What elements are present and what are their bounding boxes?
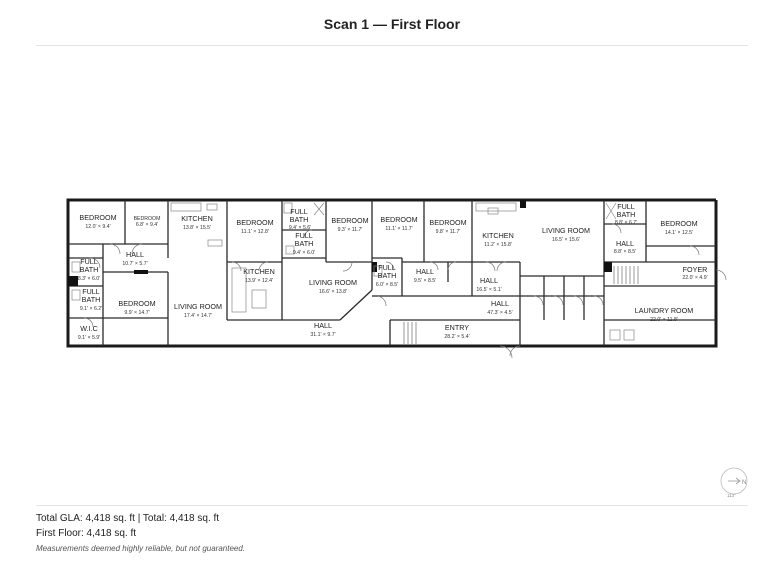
compass-icon: N 113° [720,467,748,498]
room-dims-bedroom-2: 6.8' × 9.4' [136,222,158,228]
room-dims-entry: 28.2' × 5.4' [444,334,469,340]
room-name-kitchen-2: KITCHEN [482,231,514,240]
room-name-bedroom-1: BEDROOM [79,213,116,222]
page-title: Scan 1 — First Floor [323,16,461,32]
room-dims-bedroom-8: 9.9' × 14.7' [124,310,149,316]
door-swings [83,223,727,359]
room-name-kitchen-1: KITCHEN [181,214,213,223]
room-name-full-bath-6: FULL [82,287,100,296]
room-name-full-bath-4: FULL [80,257,98,266]
room-dims-wic: 9.1' × 5.9' [78,335,100,341]
room-dims-bedroom-4: 9.3' × 11.7' [338,227,363,233]
room-dims-full-bath-2: 9.4' × 6.0' [293,250,315,256]
stairs [403,266,639,344]
room-name-hall-4: HALL [480,276,498,285]
room-name-full-bath-2: FULL [295,231,313,240]
room-name-bedroom-6: BEDROOM [429,218,466,227]
room-dims-bedroom-6: 9.8' × 11.7' [436,229,461,235]
room-name-hall-2: HALL [126,250,144,259]
room-dims-full-bath-6: 9.1' × 6.2' [80,306,102,312]
room-name-full-bath-3: FULL [617,202,635,211]
room-name-kitchen-3: KITCHEN [243,267,275,276]
room-name-bedroom-3: BEDROOM [236,218,273,227]
room-dims-hall-6: 31.1' × 9.7' [310,332,335,338]
header-divider [36,45,748,46]
room-dims-bedroom-5: 11.1' × 11.7' [385,226,412,232]
room-dims-living-room-2: 16.6' × 13.8' [319,289,347,295]
exterior-walls [66,198,718,348]
room-dims-hall-1: 8.8' × 8.5' [614,249,636,255]
first-floor-area-text: First Floor: 4,418 sq. ft [36,528,137,539]
room-name-full-bath-2b: BATH [295,239,314,248]
room-name-full-bath-1: FULL [290,207,308,216]
room-name-bedroom-2: BEDROOM [134,216,161,222]
room-name-bedroom-4: BEDROOM [331,216,368,225]
room-dims-living-room-3: 17.4' × 14.7' [184,313,212,319]
room-dims-full-bath-4: 8.3' × 6.0' [78,276,100,282]
room-name-full-bath-1b: BATH [290,215,309,224]
room-name-bedroom-7: BEDROOM [660,219,697,228]
room-name-full-bath-5b: BATH [378,271,397,280]
interior-walls [68,200,716,346]
room-dims-full-bath-1: 9.4' × 5.6' [289,225,311,231]
room-dims-kitchen-2: 11.2' × 15.8' [484,242,512,248]
room-dims-living-room-1: 16.5' × 15.6' [552,237,580,243]
room-dims-hall-4: 16.5' × 5.1' [476,287,501,293]
room-dims-kitchen-3: 13.9' × 12.4' [245,278,273,284]
room-dims-laundry-room: 22.0' × 11.8' [650,317,678,323]
room-dims-hall-5: 47.3' × 4.5' [487,310,512,316]
disclaimer-text: Measurements deemed highly reliable, but… [36,544,246,553]
fixtures [71,202,635,341]
room-dims-hall-2: 10.7' × 5.7' [122,261,147,267]
wall-stubs [68,200,612,286]
room-name-hall-5: HALL [491,299,509,308]
room-dims-full-bath-3: 8.8' × 6.7' [615,220,637,226]
room-name-living-room-3: LIVING ROOM [174,302,222,311]
room-name-hall-6: HALL [314,321,332,330]
room-name-bedroom-8: BEDROOM [118,299,155,308]
room-name-full-bath-6b: BATH [82,295,101,304]
room-dims-bedroom-3: 11.1' × 12.8' [241,229,269,235]
room-name-full-bath-5: FULL [378,263,396,272]
compass-letter: N [742,480,746,486]
room-name-hall-1: HALL [616,239,634,248]
room-name-living-room-2: LIVING ROOM [309,278,357,287]
room-dims-kitchen-1: 13.8' × 15.5' [183,225,211,231]
room-dims-hall-3: 9.5' × 8.5' [414,278,436,284]
room-dims-full-bath-5: 6.0' × 8.5' [376,282,398,288]
room-name-hall-3: HALL [416,267,434,276]
room-name-full-bath-4b: BATH [80,265,99,274]
footer-divider [36,505,748,506]
room-name-living-room-1: LIVING ROOM [542,226,590,235]
room-name-entry: ENTRY [445,323,469,332]
room-name-wic: W.I.C [80,324,98,333]
room-dims-foyer: 22.0' × 4.9' [682,275,707,281]
total-gla-text: Total GLA: 4,418 sq. ft | Total: 4,418 s… [36,513,220,524]
room-dims-bedroom-1: 12.0' × 9.4' [85,224,110,230]
room-name-bedroom-5: BEDROOM [380,215,417,224]
room-name-full-bath-3b: BATH [617,210,636,219]
room-labels: BEDROOM 12.0' × 9.4' BEDROOM 6.8' × 9.4'… [78,202,708,341]
room-dims-bedroom-7: 14.1' × 12.5' [665,230,693,236]
room-name-foyer: FOYER [683,265,708,274]
room-name-laundry-room: LAUNDRY ROOM [635,306,693,315]
compass-angle: 113° [727,493,736,498]
